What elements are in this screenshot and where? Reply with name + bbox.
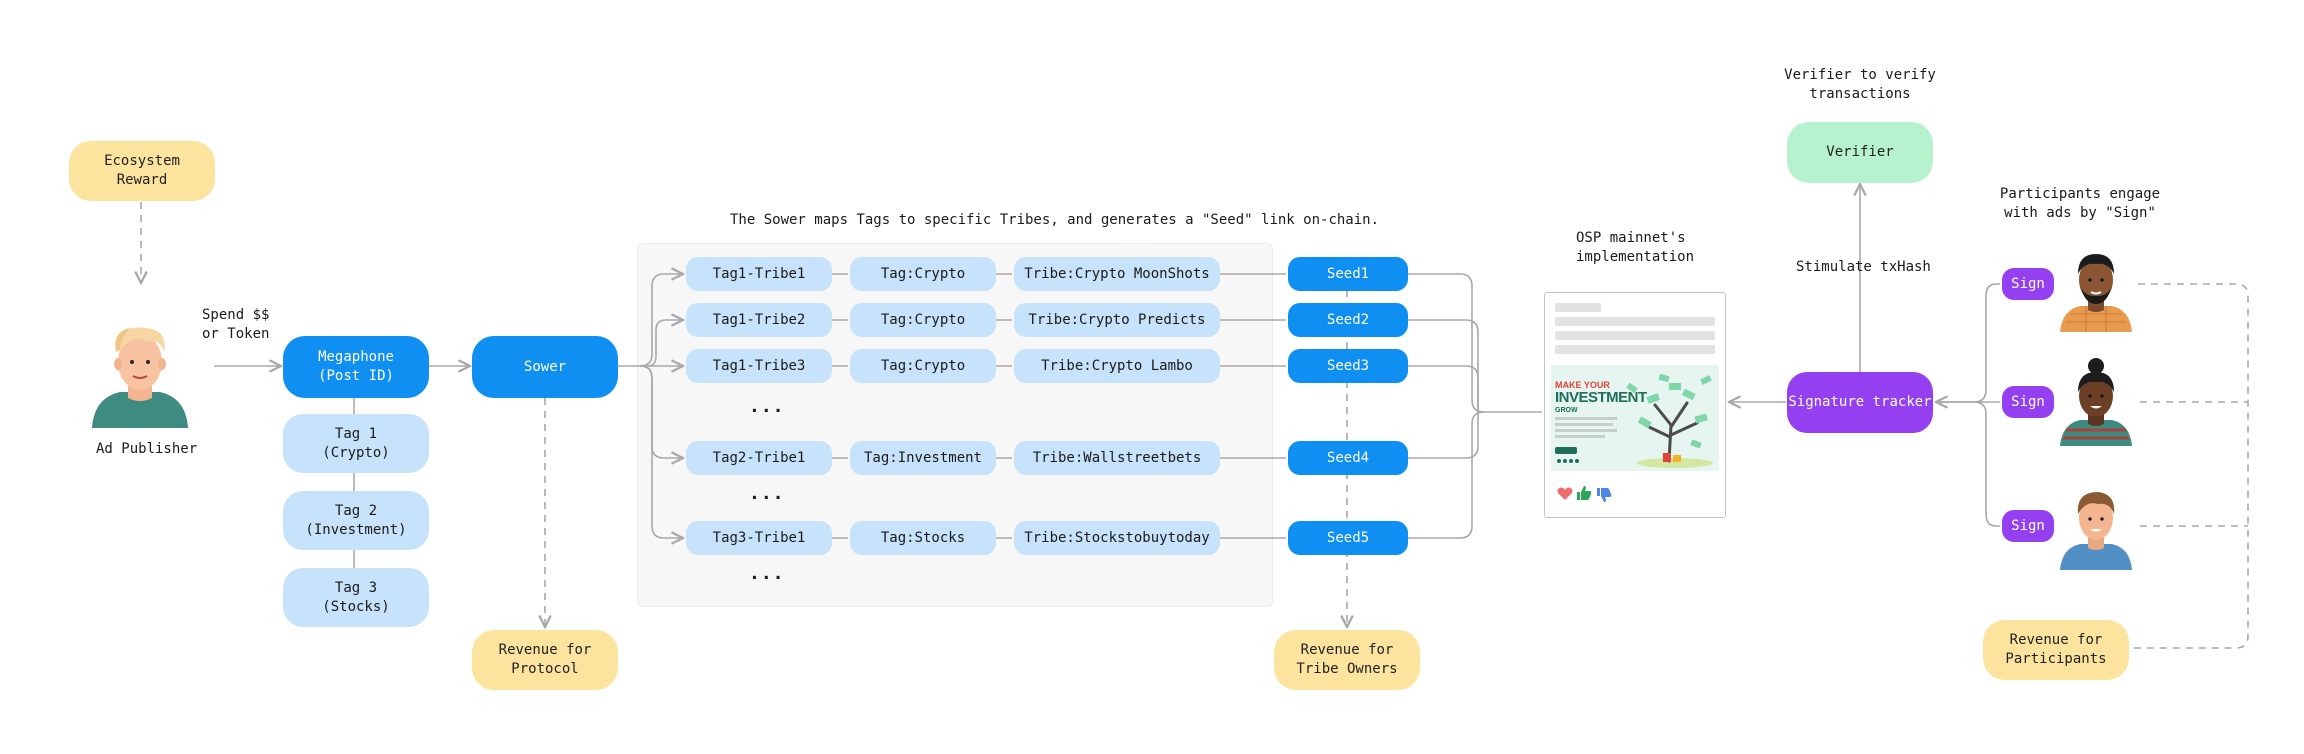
tag-tribe-node: Tag3-Tribe1 <box>686 521 832 555</box>
sign-button[interactable]: Sign <box>2002 510 2054 542</box>
participants-caption: Participants engage with ads by "Sign" <box>1999 186 2161 221</box>
signature-tracker-node: Signature tracker <box>1787 372 1933 433</box>
ad-post-card[interactable]: MAKE YOUR INVESTMENT GROW <box>1544 292 1726 518</box>
tribe-node: Tribe:Crypto Predicts <box>1014 303 1220 337</box>
money-tree-icon <box>1555 373 1713 468</box>
tribe-node: Tribe:Crypto Lambo <box>1014 349 1220 383</box>
tag-node: Tag:Crypto <box>850 349 996 383</box>
tribe-node: Tribe:Stockstobuytoday <box>1014 521 1220 555</box>
megaphone-node: Megaphone (Post ID) <box>283 336 429 398</box>
ad-text-placeholder <box>1555 345 1715 354</box>
ecosystem-reward-node: Ecosystem Reward <box>69 141 215 201</box>
revenue-for-participants-node: Revenue for Participants <box>1983 620 2129 680</box>
ellipsis: ... <box>749 563 785 584</box>
participant-avatar-icon <box>2060 254 2132 332</box>
ad-text-placeholder <box>1555 331 1715 340</box>
revenue-for-protocol-node: Revenue for Protocol <box>472 630 618 690</box>
tag-node: Tag:Crypto <box>850 257 996 291</box>
tag-node: Tag:Stocks <box>850 521 996 555</box>
tag-tribe-node: Tag1-Tribe2 <box>686 303 832 337</box>
sower-node: Sower <box>472 336 618 398</box>
tag-tribe-node: Tag1-Tribe3 <box>686 349 832 383</box>
seed-node: Seed5 <box>1288 521 1408 555</box>
ad-publisher-avatar-icon <box>92 327 188 428</box>
seed-node: Seed3 <box>1288 349 1408 383</box>
tag-tribe-node: Tag2-Tribe1 <box>686 441 832 475</box>
sower-caption: The Sower maps Tags to specific Tribes, … <box>730 212 1380 228</box>
tag-tribe-node: Tag1-Tribe1 <box>686 257 832 291</box>
revenue-for-tribe-owners-node: Revenue for Tribe Owners <box>1274 630 1420 690</box>
tribe-node: Tribe:Wallstreetbets <box>1014 441 1220 475</box>
tag-node: Tag:Investment <box>850 441 996 475</box>
thumbs-up-icon[interactable] <box>1576 485 1592 501</box>
participant-avatar-icon <box>2060 358 2132 446</box>
osp-implementation-label: OSP mainnet's implementation <box>1576 230 1695 265</box>
tag-2-node: Tag 2 (Investment) <box>283 491 429 550</box>
tag-3-node: Tag 3 (Stocks) <box>283 568 429 627</box>
ellipsis: ... <box>749 396 785 417</box>
seed-node: Seed2 <box>1288 303 1408 337</box>
participant-avatar-icon <box>2060 492 2132 570</box>
tag-1-node: Tag 1 (Crypto) <box>283 414 429 473</box>
ad-headline-sub: GROW <box>1555 407 1578 414</box>
spend-label: Spend $$ or Token <box>202 307 270 342</box>
ad-text-placeholder <box>1555 303 1601 312</box>
seed-node: Seed4 <box>1288 441 1408 475</box>
heart-reaction-icon[interactable] <box>1557 487 1573 501</box>
ad-creative-image: MAKE YOUR INVESTMENT GROW <box>1551 365 1719 471</box>
verifier-node: Verifier <box>1787 122 1933 183</box>
stimulate-txhash-label: Stimulate txHash <box>1796 259 1931 275</box>
ad-headline-main: INVESTMENT <box>1555 389 1647 406</box>
tribe-node: Tribe:Crypto MoonShots <box>1014 257 1220 291</box>
ad-publisher-label: Ad Publisher <box>96 441 198 457</box>
ellipsis: ... <box>749 483 785 504</box>
thumbs-down-icon[interactable] <box>1596 487 1612 503</box>
tag-node: Tag:Crypto <box>850 303 996 337</box>
sign-button[interactable]: Sign <box>2002 386 2054 418</box>
sign-button[interactable]: Sign <box>2002 268 2054 300</box>
seed-node: Seed1 <box>1288 257 1408 291</box>
ad-text-placeholder <box>1555 317 1715 326</box>
verifier-caption: Verifier to verify transactions <box>1784 67 1936 102</box>
ad-headline-top: MAKE YOUR <box>1555 380 1610 390</box>
